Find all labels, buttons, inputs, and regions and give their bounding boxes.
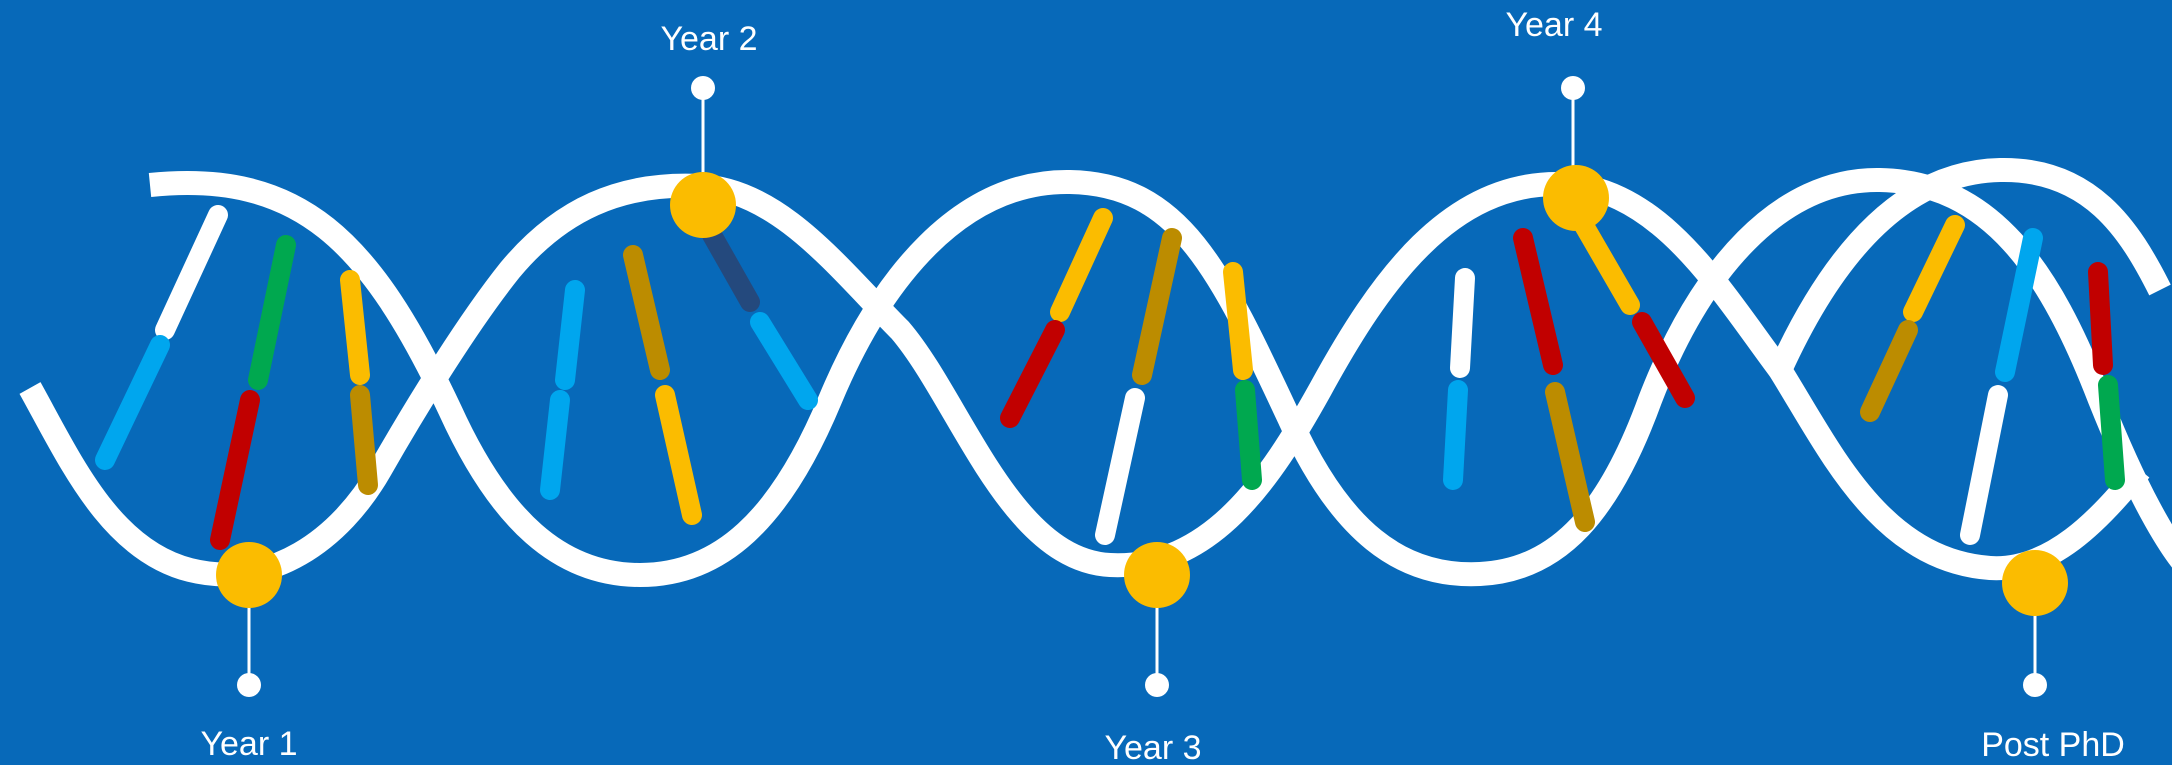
milestone-end-dot bbox=[1561, 76, 1585, 100]
base-pair-dark-gold bbox=[350, 385, 378, 495]
base-pair-green bbox=[1235, 380, 1262, 490]
milestone-end-dot bbox=[237, 673, 261, 697]
base-pair-red bbox=[210, 390, 260, 550]
base-pair-green bbox=[2098, 375, 2125, 490]
milestone-end-dot bbox=[1145, 673, 1169, 697]
base-pair-sky-blue bbox=[95, 335, 170, 470]
base-pair-red bbox=[1513, 228, 1563, 375]
milestones: Year 1 Year 2 Year 3 Year 4 Post PhD bbox=[200, 6, 2124, 765]
dna-strand-c bbox=[1769, 157, 2171, 375]
base-pair-white bbox=[1450, 268, 1475, 378]
milestone-node[interactable] bbox=[670, 172, 736, 238]
milestone-post-phd: Post PhD bbox=[1981, 550, 2125, 764]
milestone-node[interactable] bbox=[1124, 542, 1190, 608]
base-pair-yellow bbox=[1050, 208, 1113, 322]
base-pair-yellow bbox=[1903, 215, 1965, 322]
base-pair-yellow bbox=[340, 270, 370, 385]
milestone-label: Post PhD bbox=[1981, 726, 2125, 764]
base-pair-red bbox=[1632, 312, 1695, 408]
base-pair-green bbox=[248, 235, 296, 390]
base-pair-white bbox=[1960, 385, 2008, 545]
milestone-label: Year 4 bbox=[1505, 6, 1602, 44]
base-pair-sky-blue bbox=[540, 390, 570, 500]
base-pair-dark-gold bbox=[623, 245, 670, 380]
base-pair-navy bbox=[702, 225, 760, 312]
base-pairs bbox=[95, 200, 2125, 550]
milestone-end-dot bbox=[2023, 673, 2047, 697]
base-pair-sky-blue bbox=[555, 280, 585, 390]
base-pair-red bbox=[1000, 320, 1065, 428]
base-pair-white bbox=[1095, 388, 1145, 545]
milestone-end-dot bbox=[691, 76, 715, 100]
base-pair-yellow bbox=[1223, 262, 1253, 380]
base-pair-sky-blue bbox=[750, 312, 818, 410]
base-pair-white bbox=[155, 205, 228, 340]
base-pair-sky-blue bbox=[1443, 380, 1468, 490]
base-pair-dark-gold bbox=[1132, 228, 1182, 385]
base-pair-red bbox=[2088, 262, 2113, 375]
base-pair-dark-gold bbox=[1545, 382, 1595, 532]
milestone-node[interactable] bbox=[1543, 165, 1609, 231]
milestone-label: Year 1 bbox=[200, 725, 297, 763]
milestone-year-3: Year 3 bbox=[1104, 542, 1202, 765]
base-pair-sky-blue bbox=[1995, 228, 2043, 382]
base-pair-yellow bbox=[655, 385, 702, 525]
milestone-year-1: Year 1 bbox=[200, 542, 298, 763]
base-pair-dark-gold bbox=[1860, 320, 1918, 422]
milestone-label: Year 3 bbox=[1104, 729, 1201, 765]
milestone-node[interactable] bbox=[2002, 550, 2068, 616]
milestone-node[interactable] bbox=[216, 542, 282, 608]
milestone-year-2: Year 2 bbox=[660, 20, 758, 238]
milestone-label: Year 2 bbox=[660, 20, 757, 58]
milestone-year-4: Year 4 bbox=[1505, 6, 1609, 231]
